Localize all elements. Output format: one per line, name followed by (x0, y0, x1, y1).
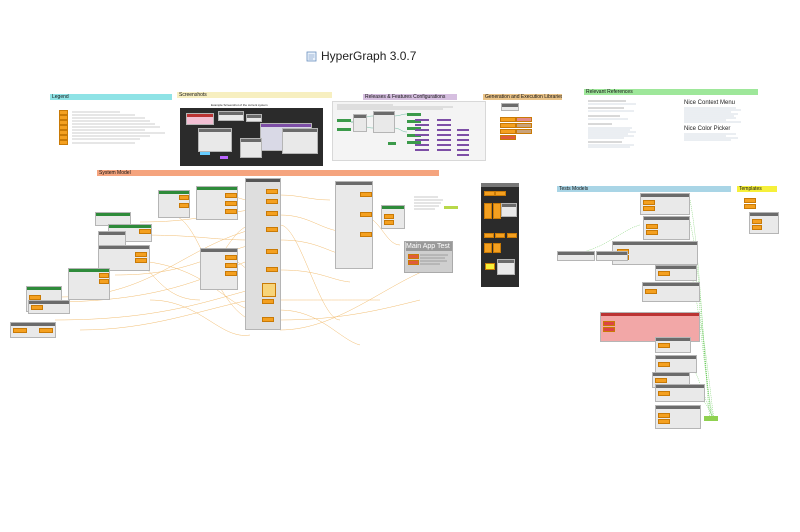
template-port[interactable] (744, 204, 756, 209)
main-app-test-label: Main App Test (406, 242, 452, 251)
tests-models-header[interactable]: Tests Models (557, 186, 731, 192)
test-node[interactable] (640, 193, 690, 215)
legend-swatch (59, 135, 68, 140)
context-menu-link[interactable]: Nice Context Menu (684, 100, 736, 106)
model-node[interactable] (28, 300, 70, 314)
legend-swatch (59, 130, 68, 135)
references-header[interactable]: Relevant References (584, 89, 758, 95)
test-node[interactable] (655, 355, 697, 373)
releases-panel[interactable] (332, 101, 486, 161)
generation-panel[interactable] (498, 101, 534, 141)
test-node[interactable] (655, 384, 705, 402)
references-text-lines (588, 100, 741, 148)
screenshots-header[interactable]: Screenshots (177, 92, 332, 98)
test-result-node[interactable] (704, 416, 718, 421)
legend-swatch (59, 140, 68, 145)
annotation-lines (414, 196, 443, 210)
legend-swatch (59, 115, 68, 120)
page-title: HyperGraph 3.0.7 (306, 49, 416, 63)
model-node[interactable] (196, 186, 238, 220)
test-node[interactable] (643, 216, 690, 240)
releases-header[interactable]: Releases & Features Configurations (363, 94, 457, 100)
test-node[interactable] (655, 265, 697, 281)
legend-swatch (59, 120, 68, 125)
main-app-test-node[interactable]: Main App Test (404, 241, 453, 273)
system-model-header[interactable]: System Model (97, 170, 439, 176)
model-node[interactable] (98, 245, 150, 271)
test-node[interactable] (596, 251, 628, 261)
references-panel: Nice Context Menu Nice Color Picker (586, 96, 756, 156)
generation-header[interactable]: Generation and Execution Libraries (483, 94, 562, 100)
test-node[interactable] (655, 405, 701, 429)
execution-node-column[interactable] (481, 183, 519, 287)
model-node[interactable] (200, 248, 238, 290)
color-picker-link[interactable]: Nice Color Picker (684, 126, 731, 132)
model-node[interactable] (158, 190, 190, 218)
app-title: HyperGraph 3.0.7 (321, 49, 417, 63)
template-port[interactable] (744, 198, 756, 203)
legend-header[interactable]: Legend (50, 94, 172, 100)
document-icon (306, 51, 317, 62)
legend-swatch (59, 110, 68, 115)
screenshot-image[interactable] (180, 108, 323, 166)
central-model-node[interactable] (245, 178, 281, 330)
legend-text-lines (72, 111, 165, 144)
model-node-small[interactable] (444, 206, 458, 209)
model-node[interactable] (10, 322, 56, 338)
templates-header[interactable]: Templates (737, 186, 777, 192)
test-node[interactable] (642, 282, 700, 302)
model-node[interactable] (381, 205, 405, 229)
screenshot-caption: Example Screenshot of the current system (211, 103, 268, 107)
model-node[interactable] (335, 181, 373, 269)
template-node[interactable] (749, 212, 779, 234)
model-node[interactable] (68, 268, 110, 300)
test-node[interactable] (655, 337, 691, 353)
legend-swatch (59, 125, 68, 130)
legend-panel (50, 101, 170, 147)
test-node[interactable] (557, 251, 595, 261)
